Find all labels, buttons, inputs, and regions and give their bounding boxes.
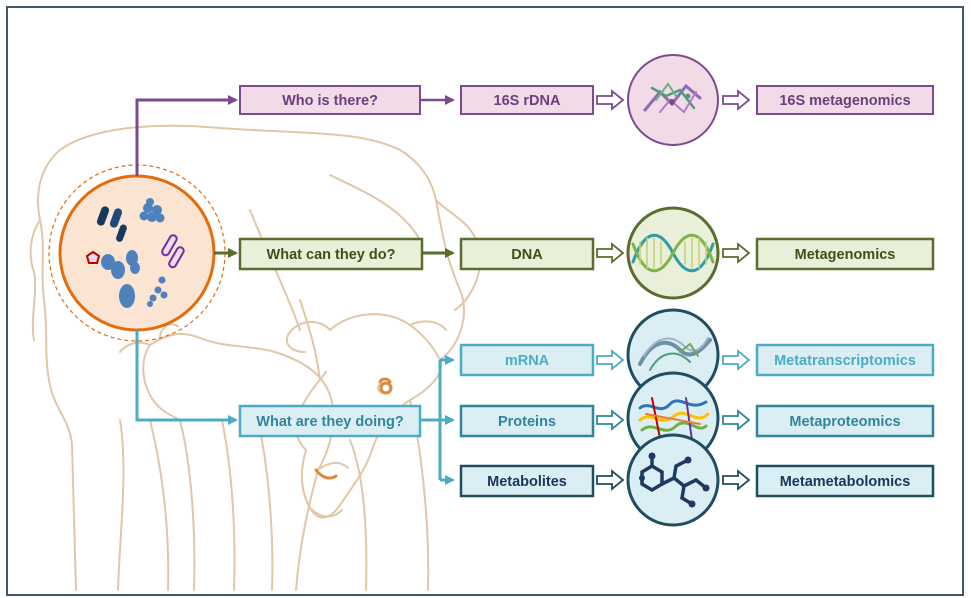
label-metagenomics: Metagenomics — [795, 247, 896, 263]
cow-illustration — [29, 124, 482, 591]
box-metagenomics — [755, 237, 935, 271]
label-what-doing: What are they doing? — [256, 414, 404, 430]
flow-arrows — [596, 89, 751, 491]
label-metatranscriptomics: Metatranscriptomics — [774, 353, 916, 369]
label-dna: DNA — [511, 247, 543, 263]
label-who: Who is there? — [282, 93, 378, 109]
label-what-can: What can they do? — [267, 247, 396, 263]
arrow-mrna-structure-to-method — [722, 349, 751, 371]
arrow-protein-structure-to-method — [722, 409, 751, 431]
box-who — [239, 85, 421, 115]
connector-who — [135, 95, 238, 176]
label-16s-metagenomics: 16S metagenomics — [779, 93, 910, 109]
label-rdna: 16S rDNA — [494, 93, 561, 109]
box-proteins — [459, 404, 595, 438]
box-metatranscriptomics — [755, 343, 935, 377]
box-what-can — [238, 237, 424, 271]
label-proteins: Proteins — [498, 414, 556, 430]
box-what-doing — [238, 404, 422, 438]
16s-rrna-structure-icon — [643, 82, 702, 114]
arrow-dna-to-helix — [596, 242, 625, 264]
arrow-rdna-to-structure — [596, 89, 625, 111]
diagram-frame — [6, 6, 964, 596]
arrow-metabolites-to-molecule — [596, 469, 625, 491]
calf-outline — [149, 333, 335, 591]
protein-structure-icon — [638, 397, 710, 441]
box-16s-metagenomics — [756, 85, 934, 115]
arrow-mrna-to-structure — [596, 349, 625, 371]
box-metabolites — [459, 464, 595, 498]
arrow-structure-to-16s — [722, 89, 751, 111]
dna-helix-icon — [631, 233, 715, 273]
label-mrna: mRNA — [505, 353, 550, 369]
label-metametabolomics: Metametabolomics — [780, 474, 911, 490]
cow-body-outline — [37, 124, 465, 591]
cow-accent-marks — [314, 377, 393, 480]
arrow-molecule-to-method — [722, 469, 751, 491]
box-dna — [459, 237, 595, 271]
arrow-helix-to-metagenomics — [722, 242, 751, 264]
box-rdna — [460, 85, 594, 115]
box-metametabolomics — [755, 464, 935, 498]
mrna-structure-icon — [638, 337, 712, 371]
label-metabolites: Metabolites — [487, 474, 567, 490]
box-mrna — [459, 343, 595, 377]
arrow-proteins-to-structure — [596, 409, 625, 431]
bacteria-cluster-icon — [85, 198, 185, 308]
label-metaproteomics: Metaproteomics — [789, 414, 900, 430]
metabolite-molecule-icon — [639, 452, 710, 508]
rumen-circle — [58, 174, 216, 332]
connector-what-doing — [135, 330, 238, 425]
box-metaproteomics — [755, 404, 935, 438]
